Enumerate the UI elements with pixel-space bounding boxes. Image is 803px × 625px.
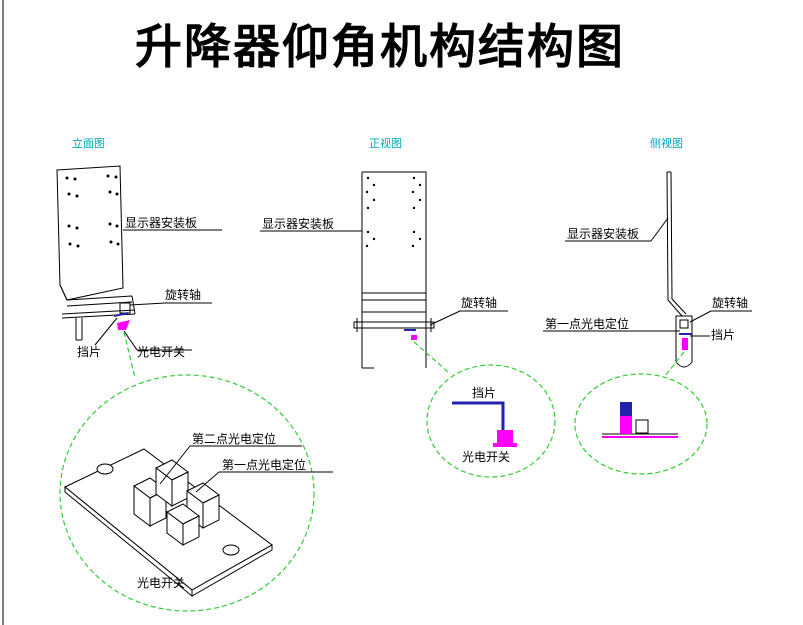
view-label-front: 立面图	[72, 136, 105, 150]
main-plate-holes	[365, 176, 422, 248]
label-first-point: 第一点光电定位	[222, 457, 306, 472]
side-callout-circle	[574, 373, 708, 475]
label-main-display-plate: 显示器安装板	[262, 216, 334, 231]
diagram-title: 升降器仰角机构结构图	[135, 20, 625, 75]
label-second-point: 第二点光电定位	[192, 431, 276, 446]
front-plate-holes	[65, 174, 120, 248]
main-callout-leader	[413, 341, 449, 373]
side-view-drawing	[666, 171, 693, 368]
view-label-main: 正视图	[369, 136, 402, 150]
front-blocker	[113, 312, 129, 317]
label-side-blocker: 挡片	[711, 328, 735, 342]
side-photo-switch	[682, 338, 688, 350]
front-callout-circle	[59, 374, 315, 612]
label-main-blocker: 挡片	[472, 386, 496, 400]
label-side-display-plate: 显示器安装板	[567, 226, 639, 241]
front-view-drawing	[56, 165, 136, 341]
label-main-photo-switch: 光电开关	[462, 450, 510, 464]
label-front-photo-switch: 光电开关	[137, 345, 185, 359]
main-detail-blocker	[452, 401, 505, 437]
label-front-blocker: 挡片	[77, 345, 101, 359]
main-photo-switch	[411, 335, 417, 340]
main-view-drawing	[353, 171, 435, 369]
side-detail-blocker	[620, 402, 632, 416]
front-display-plate	[56, 165, 124, 301]
side-detail-axis-block	[635, 419, 649, 434]
label-side-rotation-axis: 旋转轴	[712, 295, 748, 310]
main-detail-photo-switch	[497, 430, 513, 445]
side-detail-photo-switch	[620, 416, 632, 434]
label-main-rotation-axis: 旋转轴	[461, 295, 497, 310]
label-front-rotation-axis: 旋转轴	[165, 287, 201, 302]
main-detail-switch-base	[493, 443, 517, 447]
front-photo-switch	[117, 320, 130, 330]
detail-photo-switch-lower	[166, 482, 220, 546]
view-label-side: 侧视图	[650, 136, 683, 150]
label-detail-photo-switch: 光电开关	[137, 576, 185, 590]
label-side-first-point: 第一点光电定位	[545, 316, 629, 331]
label-front-display-plate: 显示器安装板	[125, 215, 197, 230]
main-callout-circle	[426, 364, 556, 478]
side-callout-leader	[664, 351, 685, 377]
